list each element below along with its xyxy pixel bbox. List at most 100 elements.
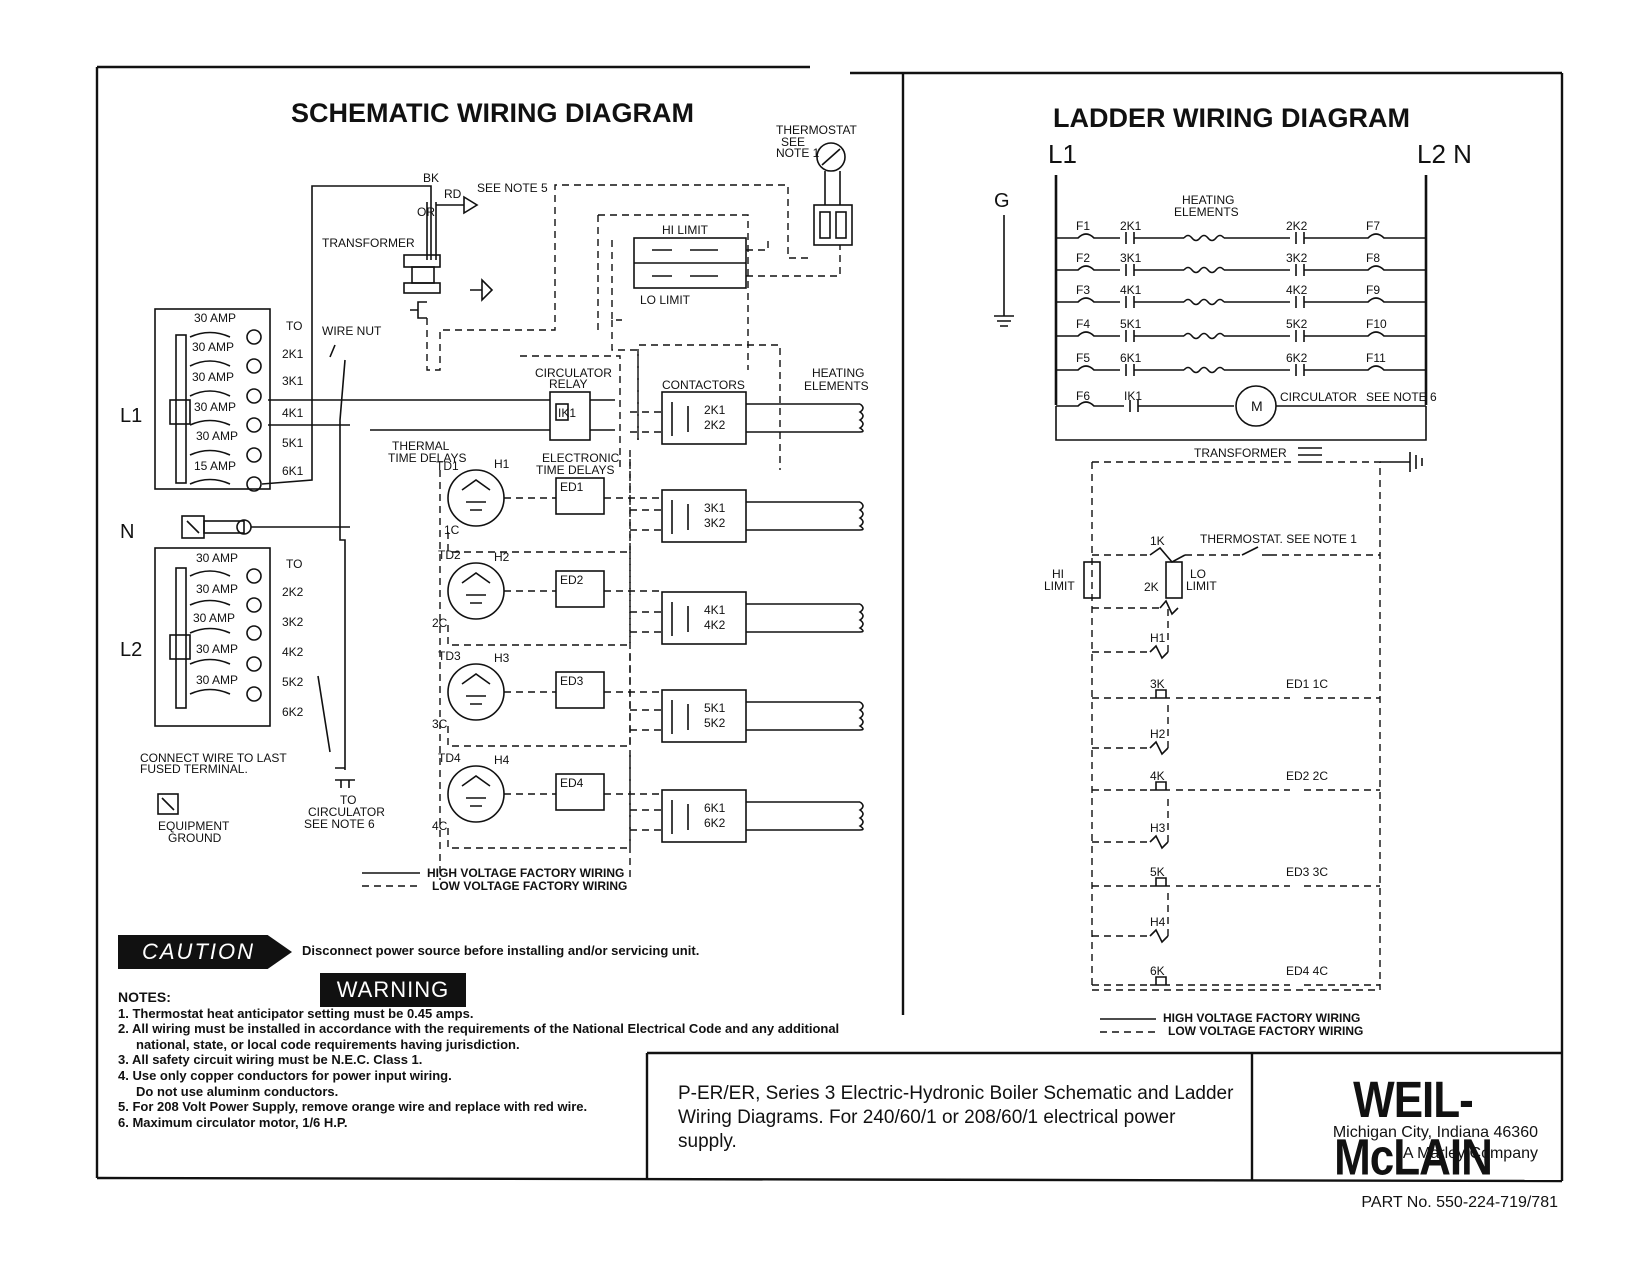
svg-text:30 AMP: 30 AMP — [194, 400, 236, 414]
svg-text:30 AMP: 30 AMP — [196, 429, 238, 443]
ground-g-label: G — [994, 190, 1010, 212]
bk-label: BK — [423, 171, 439, 185]
company-parent: A Marley Company — [1402, 1145, 1538, 1162]
heater-label: H3 — [494, 651, 510, 665]
l2-label: L2 — [120, 639, 142, 661]
contactor-box — [661, 489, 747, 543]
heating-element-icon — [1183, 332, 1225, 340]
see-note5-label: SEE NOTE 5 — [477, 181, 548, 195]
contactor-box — [661, 689, 747, 743]
heating-label: HEATING — [812, 366, 864, 380]
ladder-hi-limit-icon — [1083, 561, 1101, 599]
relay-contact-label: H1 — [1150, 631, 1166, 645]
svg-text:6K2: 6K2 — [282, 705, 304, 719]
ladder-ik1-label: IK1 — [1124, 389, 1142, 403]
electronic-label: ELECTRONIC — [542, 451, 620, 465]
heater-label: H2 — [494, 550, 510, 564]
electronic-delay-label: ED2 — [560, 573, 584, 587]
caution-message: Disconnect power source before installin… — [302, 943, 700, 958]
thermostat-icon — [816, 142, 846, 172]
contact-label-k1: 4K1 — [1120, 283, 1142, 297]
f6-label: F6 — [1076, 389, 1090, 403]
svg-text:2K2: 2K2 — [282, 585, 304, 599]
note-2: 2. All wiring must be installed in accor… — [118, 1021, 840, 1052]
contactor-box — [661, 591, 747, 645]
fuse-block-l2 — [154, 547, 271, 727]
ground-label: GROUND — [168, 831, 222, 845]
fuse-rows-l2: 30 AMP 30 AMP 30 AMP 30 AMP 30 AMP — [189, 551, 262, 702]
heating-element-icon — [1183, 234, 1225, 242]
ladder-lo-limit-icon — [1165, 561, 1183, 599]
contact-label-k1: 5K1 — [1120, 317, 1142, 331]
ladder-l2n-label: L2 N — [1417, 139, 1472, 169]
thermostat-note: NOTE 1 — [776, 146, 820, 160]
transformer-icon — [403, 254, 441, 268]
svg-text:30 AMP: 30 AMP — [196, 551, 238, 565]
contactor-box — [661, 789, 747, 843]
svg-text:30 AMP: 30 AMP — [192, 370, 234, 384]
company-city: Michigan City, Indiana 46360 — [1332, 1124, 1538, 1141]
contact-label: 4C — [432, 819, 448, 833]
ladder-transformer-icon — [1294, 439, 1326, 463]
warning-banner: WARNING — [320, 973, 466, 1007]
notes-heading: NOTES: — [118, 989, 171, 1005]
svg-text:TO: TO — [286, 557, 302, 571]
motor-m-label: M — [1251, 398, 1263, 414]
legend-lv-ladder: LOW VOLTAGE FACTORY WIRING — [1168, 1024, 1363, 1038]
svg-text:TO: TO — [286, 319, 302, 333]
delay-contact-label: ED2 2C — [1286, 769, 1328, 783]
fuse-rows-l1: 30 AMP 30 AMP 30 AMP 30 AMP 30 AMP 15 AM… — [189, 311, 262, 492]
rd-label: RD — [444, 187, 462, 201]
heating-element-icon — [858, 501, 864, 531]
note-4: 4. Use only copper conductors for power … — [118, 1067, 452, 1083]
notes-section: NOTES: 1. Thermostat heat anticipator se… — [118, 989, 858, 1130]
part-number: PART No. 550-224-719/781 — [1361, 1194, 1558, 1211]
contactor-label-k1: 5K1 — [704, 701, 726, 715]
heating-element-icon — [1183, 298, 1225, 306]
contact-label-k2: 2K2 — [1286, 219, 1308, 233]
ladder-title: LADDER WIRING DIAGRAM — [1053, 103, 1410, 133]
relay-contact-label: 5K — [1150, 865, 1165, 879]
circulator-relay-box — [549, 391, 591, 441]
contact-label-k2: 3K2 — [1286, 251, 1308, 265]
ladder-lo-limit-label: LIMIT — [1186, 579, 1217, 593]
ladder-1k-label: 1K — [1150, 534, 1165, 548]
svg-text:30 AMP: 30 AMP — [196, 642, 238, 656]
fuse-label: F5 — [1076, 351, 1090, 365]
connect-wire-1: CONNECT WIRE TO LAST — [140, 751, 287, 765]
thermal-delay-label: TD2 — [438, 548, 461, 562]
circulator-relay-label: CIRCULATOR — [535, 366, 612, 380]
delay-contact-label: ED1 1C — [1286, 677, 1328, 691]
to-labels-l1: TO 2K1 3K1 4K1 5K1 6K1 — [282, 319, 304, 478]
note-4-cont: Do not use aluminm conductors. — [136, 1083, 339, 1099]
ladder-thermostat-label: THERMOSTAT. SEE NOTE 1 — [1200, 532, 1357, 546]
note-5: 5. For 208 Volt Power Supply, remove ora… — [118, 1099, 588, 1115]
n-label: N — [120, 521, 134, 543]
fuse-label: F4 — [1076, 317, 1090, 331]
contactor-label-k2: 4K2 — [704, 618, 726, 632]
delay-contact-label: ED3 3C — [1286, 865, 1328, 879]
contactor-label-k2: 5K2 — [704, 716, 726, 730]
thermal-delay-label: TD4 — [438, 751, 461, 765]
contactor-label-k1: 6K1 — [704, 801, 726, 815]
heating-element-icon — [858, 801, 864, 831]
diagram-description: P-ER/ER, Series 3 Electric-Hydronic Boil… — [678, 1083, 1234, 1152]
electronic-delay-label: ED3 — [560, 674, 584, 688]
svg-text:6K1: 6K1 — [282, 464, 304, 478]
schematic-diagram: THERMOSTAT SEE NOTE 1 BK RD OR SEE NOTE … — [120, 123, 869, 893]
thermal-time-delay-icon — [447, 663, 505, 721]
note-3: 3. All safety circuit wiring must be N.E… — [118, 1052, 423, 1068]
fuse-label: F3 — [1076, 283, 1090, 297]
electronic-delay-label: ED4 — [560, 776, 584, 790]
contactor-label-k1: 4K1 — [704, 603, 726, 617]
svg-text:2K1: 2K1 — [282, 347, 304, 361]
note-1: 1. Thermostat heat anticipator setting m… — [118, 1005, 474, 1021]
electronic-delay-box — [555, 671, 605, 709]
ladder-hi-label: HI — [1052, 567, 1064, 581]
fuse-label-2: F8 — [1366, 251, 1380, 265]
relay-contact-label: 6K — [1150, 964, 1165, 978]
